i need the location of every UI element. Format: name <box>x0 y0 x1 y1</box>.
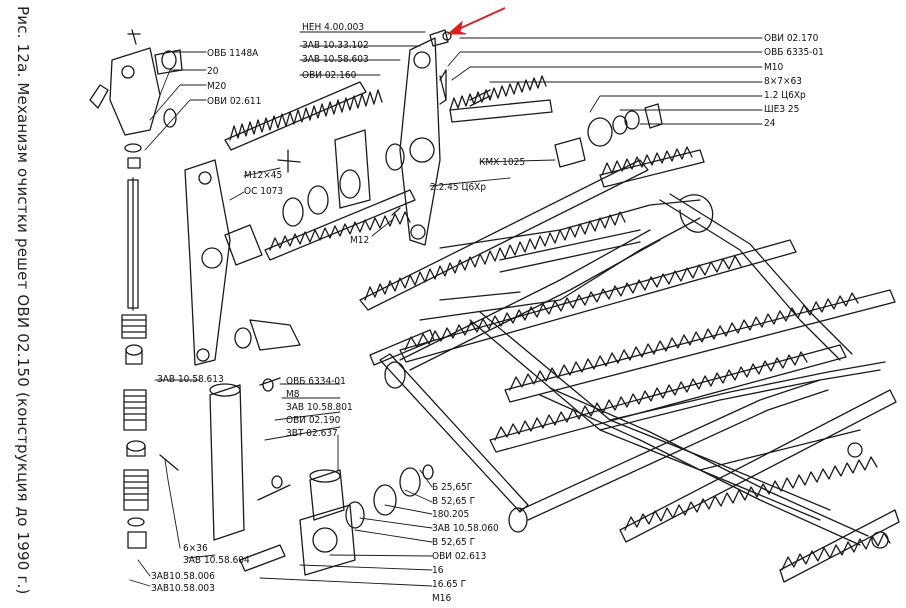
small-parts <box>159 75 889 549</box>
label-os1073: ОС 1073 <box>244 186 283 197</box>
red-arrow-pointer <box>446 7 506 35</box>
label-24: 24 <box>764 118 776 129</box>
label-v5265a: В 52,65 Г <box>432 496 475 507</box>
label-m16: М16 <box>432 593 451 604</box>
label-ovi02170: ОВИ 02.170 <box>764 33 819 44</box>
sleeve-hub-assembly <box>209 377 434 576</box>
label-zav1058060: ЗАВ 10.58.060 <box>432 523 499 534</box>
label-ovi02190: ОВИ 02.190 <box>286 415 341 426</box>
label-ovi02160: ОВИ 02.160 <box>302 70 357 81</box>
label-ovb6335: ОВБ 6335-01 <box>764 47 824 58</box>
label-ovi02611: ОВИ 02.611 <box>207 96 261 107</box>
label-zav1058801: ЗАВ 10.58.801 <box>286 402 353 413</box>
label-180205: 180.205 <box>432 509 469 520</box>
left-lever <box>184 159 263 366</box>
label-m8: М8 <box>286 389 300 400</box>
label-1665g: 16.65 Г <box>432 579 466 590</box>
label-zav1058006: ЗАВ10.58.006 <box>151 571 215 582</box>
label-m10: М10 <box>764 62 783 73</box>
label-m12: М12 <box>350 235 369 246</box>
label-v5265b: В 52,65 Г <box>432 537 475 548</box>
label-6x36: 6×36 <box>183 543 208 554</box>
sieve-frame <box>379 193 886 546</box>
label-ovi02613: ОВИ 02.613 <box>432 551 486 562</box>
fork-yoke <box>89 29 183 136</box>
label-16: 16 <box>432 565 444 576</box>
label-zav1058603: ЗАВ 10.58.603 <box>302 54 369 65</box>
label-zav1058604: ЗАВ 10.58.604 <box>183 555 250 566</box>
figure-caption: Рис. 12а. Механизм очистки решет ОВИ 02.… <box>14 6 32 595</box>
label-12c6x: 1.2 Ц6Хр <box>764 90 806 101</box>
label-8x7x63: 8×7×63 <box>764 76 802 87</box>
label-2245c6x: 2.2.45 Ц6Хр <box>430 182 486 193</box>
shaft-spring-stack <box>121 143 149 549</box>
label-20: 20 <box>207 66 219 77</box>
label-zav1058613: ЗАВ 10.58.613 <box>157 374 224 385</box>
label-kmh1025: КМХ 1025 <box>479 157 525 168</box>
label-b2565: Б 25,65Г <box>432 482 472 493</box>
sieve-comb-bars <box>224 75 900 583</box>
label-shez25: ШЕЗ 25 <box>764 104 799 115</box>
label-m20: М20 <box>207 81 226 92</box>
label-zav1058003: ЗАВ10.58.003 <box>151 583 215 594</box>
leader-lines <box>129 31 763 587</box>
main-lever <box>399 29 452 246</box>
label-zav1033102: ЗАВ 10.33.102 <box>302 40 369 51</box>
label-zvt02637: ЗВТ 02.637 <box>286 428 338 439</box>
label-m12x45: М12×45 <box>244 170 282 181</box>
label-ovb6334: ОВБ 6334-01 <box>286 376 346 387</box>
label-nen: НЕН 4.00.003 <box>302 22 364 33</box>
label-ovb1148a: ОВБ 1148А <box>207 48 259 59</box>
